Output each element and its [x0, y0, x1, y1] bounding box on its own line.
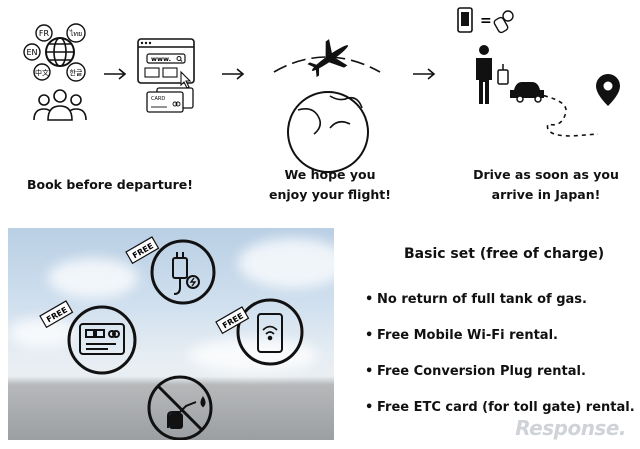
no-fuel-icon — [167, 396, 206, 429]
list-item: •Free Mobile Wi-Fi rental. — [365, 328, 558, 343]
step-1-label: Book before departure! — [26, 177, 193, 192]
free-items-illustration: FREE FREE FREE — [39, 236, 304, 440]
suitcase-icon — [497, 64, 509, 85]
step-2-label: We hope you enjoy your flight! — [269, 167, 391, 202]
browser-card-icon: www. CARD — [137, 38, 195, 113]
watermark-logo: Response. — [515, 416, 626, 440]
traveler-icon — [476, 45, 492, 104]
language-badge: ไทย — [69, 29, 82, 38]
url-text: www. — [151, 55, 171, 63]
arrow-icon — [222, 68, 245, 80]
car-icon — [510, 82, 544, 103]
conversion-plug-icon — [172, 252, 200, 295]
arrow-icon — [413, 68, 436, 80]
language-globe-icon: FR ไทย EN 中文 한글 — [23, 23, 87, 121]
sky-runway-photo: FREE FREE FREE — [8, 228, 334, 440]
drive-route-icon: = — [457, 7, 620, 137]
arrow-icon — [104, 68, 127, 80]
language-badge: FR — [39, 29, 50, 38]
etc-card-icon — [79, 323, 125, 355]
people-group-icon — [33, 89, 87, 121]
card-label: CARD — [151, 96, 165, 102]
airplane-icon — [307, 39, 349, 78]
list-item: •Free Conversion Plug rental. — [365, 364, 586, 379]
language-badge: EN — [26, 48, 37, 57]
flight-globe-icon — [273, 39, 381, 173]
equals-sign: = — [480, 13, 492, 29]
list-item: •No return of full tank of gas. — [365, 292, 587, 307]
language-badge: 한글 — [70, 69, 83, 77]
basic-set-title: Basic set (free of charge) — [404, 246, 605, 262]
list-item: •Free ETC card (for toll gate) rental. — [365, 400, 635, 415]
mobile-wifi-icon — [257, 313, 283, 353]
car-key-icon — [493, 10, 514, 34]
location-pin-icon — [596, 74, 620, 106]
language-badge: 中文 — [35, 68, 49, 77]
basic-set-list: •No return of full tank of gas. •Free Mo… — [365, 290, 635, 434]
step-3-label: Drive as soon as you arrive in Japan! — [473, 167, 619, 202]
